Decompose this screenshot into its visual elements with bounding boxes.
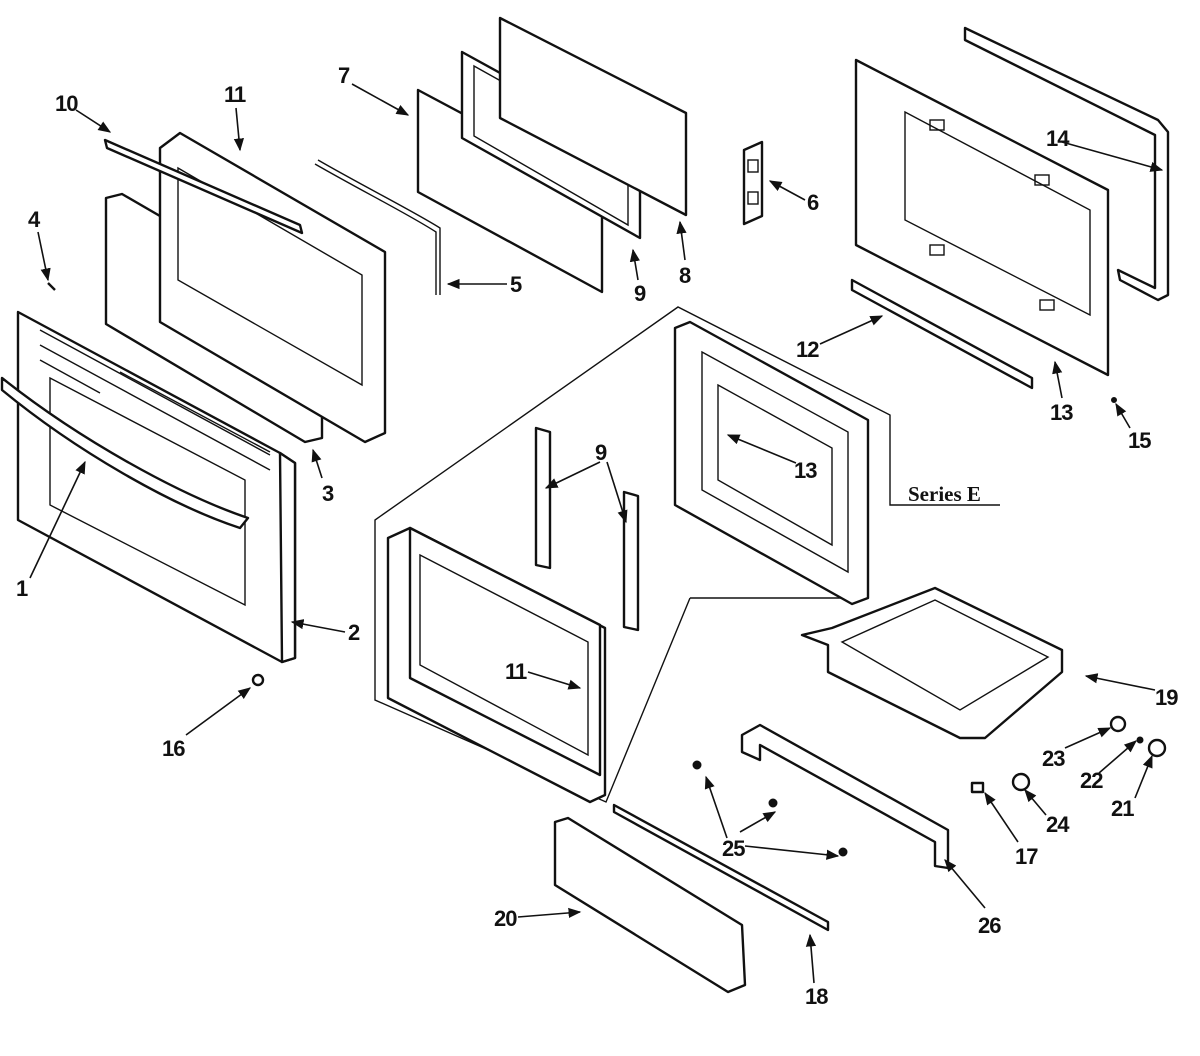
door-bottom-trim: [850, 278, 1034, 390]
washer-22: [1136, 736, 1144, 744]
callout-1: 1: [16, 576, 28, 601]
inner-door-liner: [854, 58, 1110, 377]
callout-labels: 1 2 3 4 5 6 7 8 9 9 10 11 11 12 13 13 14…: [16, 63, 1179, 1009]
callout-14: 14: [1046, 126, 1070, 151]
callout-24: 24: [1046, 812, 1070, 837]
screw-15: [1111, 397, 1117, 403]
outer-glass: [498, 16, 688, 217]
screws-25: [692, 760, 848, 857]
screw-16: [251, 673, 265, 687]
drawer-front-panel: [553, 816, 747, 994]
callout-9-top: 9: [634, 281, 646, 306]
callout-17: 17: [1015, 844, 1038, 869]
callout-10: 10: [55, 91, 78, 116]
callout-15: 15: [1128, 428, 1151, 453]
gasket-strip: [314, 159, 441, 295]
callout-20: 20: [494, 906, 517, 931]
door-gasket: [963, 26, 1170, 302]
callout-21: 21: [1111, 796, 1134, 821]
callout-25: 25: [722, 836, 745, 861]
callout-11-top: 11: [224, 82, 246, 107]
callout-12: 12: [796, 337, 819, 362]
callout-8: 8: [679, 263, 691, 288]
callout-3: 3: [322, 481, 334, 506]
wheel-21: [1147, 738, 1167, 758]
door-frame: [158, 131, 387, 444]
callout-9-series-e: 9: [595, 440, 607, 465]
callout-13-series-e: 13: [794, 458, 817, 483]
callout-23: 23: [1042, 746, 1065, 771]
drawer-box: [800, 586, 1064, 740]
vent-strip: [103, 138, 304, 235]
callout-4: 4: [28, 207, 41, 232]
series-e-label: Series E: [908, 482, 981, 506]
drawer-trim-strip: [612, 803, 830, 932]
clip-part: [47, 282, 56, 291]
series-e-inner-door: [673, 320, 870, 606]
callout-19: 19: [1155, 685, 1178, 710]
clip-17: [970, 781, 985, 794]
leader-lines: [29, 83, 1164, 984]
callout-5: 5: [510, 272, 522, 297]
callout-6: 6: [807, 190, 819, 215]
door-handle: [0, 376, 250, 530]
callout-11-series-e: 11: [505, 659, 527, 684]
series-e-door-frame: [386, 526, 607, 804]
callout-7: 7: [338, 63, 350, 88]
callout-18: 18: [805, 984, 828, 1009]
roller-24: [1011, 772, 1031, 792]
callout-13-top: 13: [1050, 400, 1073, 425]
series-e-side-trims: [534, 426, 640, 632]
vent-slots: [39, 329, 271, 471]
callout-26: 26: [978, 913, 1001, 938]
hinge-bracket: [742, 140, 764, 226]
callout-22: 22: [1080, 768, 1103, 793]
drawer-front-support: [740, 723, 950, 870]
callout-16: 16: [162, 736, 185, 761]
callout-2: 2: [348, 620, 360, 645]
nut-23: [1109, 715, 1127, 733]
